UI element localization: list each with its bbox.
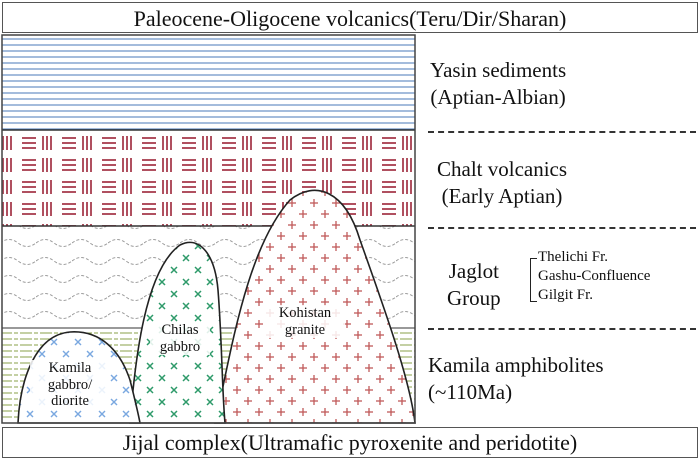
kohistan-granite-label: Kohistan granite <box>265 305 345 339</box>
chilas-line2: gabbro <box>159 338 201 355</box>
kohistan-line1: Kohistan <box>278 305 332 321</box>
jaglot-name-2: Group <box>447 286 501 311</box>
formation-list: Thelichi Fr. Gashu-Confluence Gilgit Fr. <box>538 248 650 304</box>
top-banner: Paleocene-Oligocene volcanics(Teru/Dir/S… <box>2 2 698 33</box>
bottom-banner: Jijal complex(Ultramafic pyroxenite and … <box>2 427 698 458</box>
top-banner-text: Paleocene-Oligocene volcanics(Teru/Dir/S… <box>133 6 567 31</box>
chalt-age: (Early Aptian) <box>441 184 563 209</box>
chalt-name: Chalt volcanics <box>437 157 568 181</box>
kamila-amph-name: Kamila amphibolites <box>428 353 604 377</box>
formation-thelichi: Thelichi Fr. <box>538 249 608 265</box>
formation-gilgit: Gilgit Fr. <box>538 286 594 303</box>
formation-bracket <box>530 258 537 302</box>
yasin-name: Yasin sediments <box>430 58 567 82</box>
chalt-layer <box>2 130 415 226</box>
kamila-amphibolite-label: Kamila amphibolites (~110Ma) <box>428 352 604 407</box>
divider-1 <box>428 131 696 133</box>
chalt-label: Chalt volcanics (Early Aptian) <box>437 156 567 211</box>
bottom-banner-text: Jijal complex(Ultramafic pyroxenite and … <box>122 430 578 455</box>
yasin-label: Yasin sediments (Aptian-Albian) <box>430 57 566 112</box>
divider-2 <box>428 227 696 229</box>
yasin-layer <box>2 35 415 130</box>
formation-gashu: Gashu-Confluence <box>538 267 651 284</box>
kamila-line2: gabbro/ <box>47 376 93 393</box>
jaglot-name-1: Jaglot <box>448 259 499 283</box>
divider-3 <box>428 328 696 330</box>
chilas-line1: Chilas <box>161 322 199 338</box>
kamila-line1: Kamila <box>48 360 92 376</box>
chilas-gabbro-label: Chilas gabbro <box>150 322 210 356</box>
kamila-amph-age: (~110Ma) <box>428 380 513 405</box>
kamila-gabbro-label: Kamila gabbro/ diorite <box>30 360 110 411</box>
kohistan-line2: granite <box>284 321 326 338</box>
jaglot-label: Jaglot Group <box>447 258 501 313</box>
yasin-age: (Aptian-Albian) <box>430 85 566 110</box>
kamila-line3: diorite <box>51 393 89 410</box>
